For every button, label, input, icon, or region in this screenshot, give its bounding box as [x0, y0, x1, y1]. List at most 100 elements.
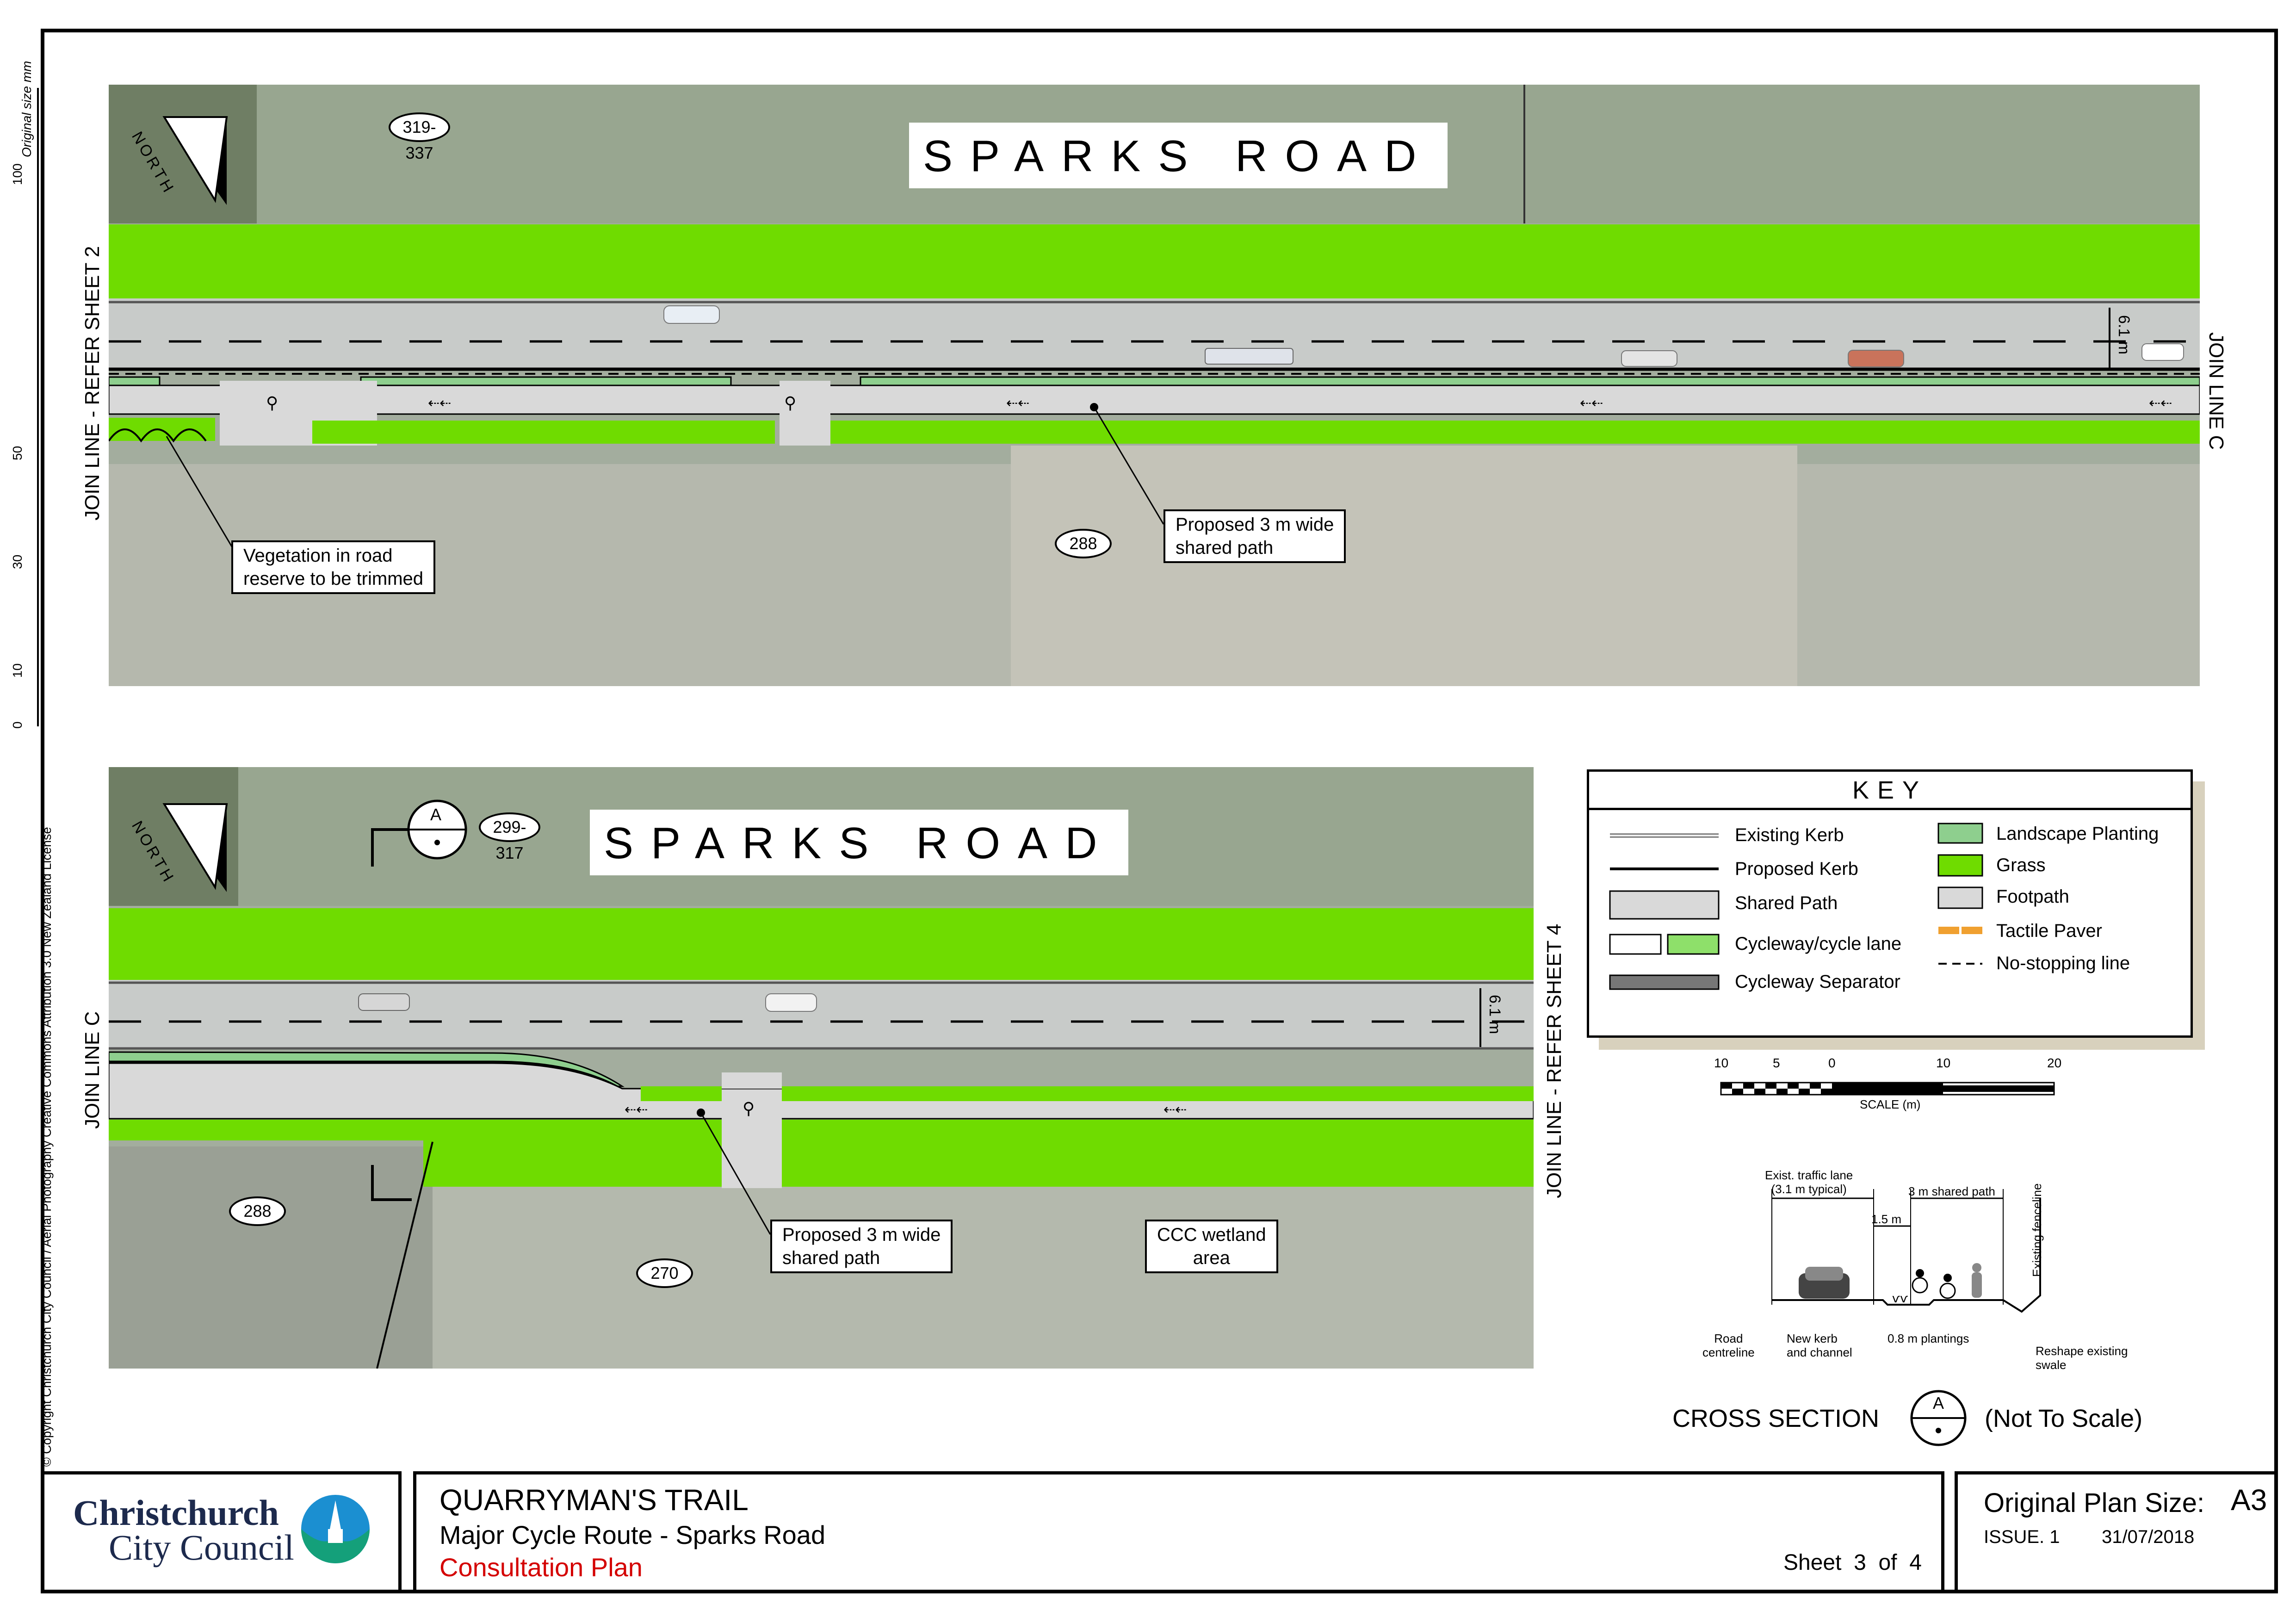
- scale-seg-1: [1721, 1083, 1732, 1089]
- property-boundary: [376, 1141, 433, 1369]
- grass-verge-north: [109, 908, 1534, 980]
- sheet-number: Sheet 3 of 4: [1783, 1550, 1922, 1575]
- cycle-symbol-6: ⇠⇠: [2149, 395, 2172, 411]
- section-cut-south: [371, 1165, 412, 1201]
- xs-plantings: 0.8 m plantings: [1888, 1332, 1969, 1345]
- scale-seg-2: [1732, 1089, 1743, 1095]
- cycle-symbol-3: ⚲: [784, 394, 796, 413]
- scale-seg-5: [1765, 1083, 1776, 1089]
- section-marker-dot: [434, 840, 440, 845]
- xs-shared-path: 3 m shared path: [1908, 1184, 1995, 1198]
- vehicle-3: [1621, 350, 1677, 367]
- plan-size-label: Original Plan Size:: [1984, 1488, 2205, 1518]
- callout-shared-path-top: Proposed 3 m wide shared path: [1163, 509, 1346, 563]
- cross-section-marker-dot: [1936, 1428, 1941, 1433]
- issue-date: 31/07/2018: [2102, 1527, 2195, 1547]
- cross-section-marker: [1910, 1390, 1967, 1446]
- legend-landscape-planting: Landscape Planting: [1996, 824, 2159, 844]
- scale-seg-7: [1788, 1083, 1799, 1089]
- vehicle-2: [1205, 348, 1293, 365]
- legend-swatches: [1609, 823, 1983, 990]
- pedestrian-figure: [1972, 1263, 1982, 1298]
- grass-verge-north: [109, 224, 2200, 298]
- shared-path: [109, 384, 2200, 415]
- scale-tick-30: 30: [10, 554, 25, 569]
- vehicle-2: [765, 993, 817, 1012]
- cross-section-title: CROSS SECTION: [1672, 1405, 1880, 1432]
- vegetation-leader: [166, 436, 239, 558]
- scale-tick-label-10b: 10: [1936, 1056, 1951, 1070]
- project-title: QUARRYMAN'S TRAIL: [439, 1483, 749, 1517]
- sheet-num: 3: [1854, 1550, 1866, 1575]
- shared-path-leader-dot: [697, 1109, 705, 1117]
- cross-section-note: (Not To Scale): [1985, 1405, 2143, 1432]
- section-marker-letter: A: [430, 805, 442, 824]
- council-logo-icon: [301, 1495, 370, 1563]
- carriageway: [109, 980, 1534, 1049]
- width-dimension-top: 6.1 m: [2115, 315, 2133, 355]
- legend-title: KEY: [1589, 772, 2191, 810]
- landscape-planting-3: [860, 376, 2200, 386]
- cyclist-1: [1912, 1269, 1928, 1294]
- landscape-planting-1: [109, 376, 161, 386]
- scale-seg-8: [1799, 1089, 1810, 1095]
- vehicle-1: [358, 993, 410, 1011]
- logo-lower: [301, 1529, 370, 1563]
- scale-tick-100: 100: [10, 163, 25, 185]
- plan-size-value: A3: [2231, 1483, 2267, 1517]
- legend-footpath: Footpath: [1996, 886, 2069, 907]
- landscape-planting: [109, 1051, 625, 1087]
- lot-number-270: 270: [636, 1258, 693, 1288]
- legend-cycleway-separator: Cycleway Separator: [1735, 972, 1900, 992]
- scale-ruler-label: Original size mm: [19, 61, 34, 157]
- xs-traffic-lane: Exist. traffic lane (3.1 m typical): [1765, 1168, 1853, 1196]
- scale-seg-9: [1810, 1083, 1821, 1089]
- swatch-tactile-2: [1962, 927, 1982, 934]
- join-line-left-bottom: JOIN LINE C: [81, 1011, 104, 1129]
- scale-seg-11: [1832, 1083, 1943, 1095]
- aerial-sw-fields: [109, 1146, 433, 1369]
- xs-gap: 1.5 m: [1871, 1212, 1902, 1226]
- grass-verge-south-3: [830, 421, 2200, 444]
- legend-shared-path: Shared Path: [1735, 893, 1838, 913]
- cycle-symbol-2: ⚲: [743, 1099, 755, 1118]
- width-dimension-bottom: 6.1 m: [1486, 995, 1504, 1035]
- north-arrow-bottom: [162, 803, 228, 892]
- swatch-shared-path: [1609, 890, 1720, 920]
- scale-label: SCALE (m): [1860, 1097, 1921, 1111]
- cycle-symbol-3: ⇠⇠: [1163, 1102, 1187, 1118]
- lot-number-288-bottom: 288: [229, 1196, 286, 1226]
- copyright-note: © Copyright Christchurch City Council / …: [40, 827, 54, 1467]
- vegetation-symbol: [109, 428, 207, 443]
- grass-verge-south: [423, 1140, 1534, 1187]
- sheet-label: Sheet: [1783, 1550, 1842, 1575]
- scale-tick-50: 50: [10, 446, 25, 460]
- sheet-of: of: [1878, 1550, 1897, 1575]
- grass-verge-south-2: [312, 421, 775, 444]
- swatch-landscape-planting: [1937, 823, 1983, 844]
- lot-number-319-337: 319-337: [389, 112, 450, 162]
- plan-panel-top: ⚲ ⇠⇠ ⚲ ⇠⇠ ⇠⇠ ⇠⇠ SPARKS ROAD NORTH 319-33…: [109, 85, 2200, 686]
- scale-bar: [1720, 1082, 2055, 1096]
- scale-tick-0: 0: [10, 721, 25, 729]
- lot-number-288-top: 288: [1055, 529, 1112, 558]
- road-name-bottom: SPARKS ROAD: [590, 810, 1129, 875]
- join-line-right-bottom: JOIN LINE - REFER SHEET 4: [1543, 923, 1566, 1198]
- vehicle-1: [663, 305, 720, 324]
- sheet-total: 4: [1909, 1550, 1922, 1575]
- aerial-trees: [109, 85, 257, 223]
- landscape-planting-2: [360, 376, 732, 386]
- planting-symbol: ѵѵ: [1892, 1292, 1908, 1306]
- callout-vegetation: Vegetation in road reserve to be trimmed: [231, 540, 436, 594]
- swatch-cycleway: [1609, 934, 1662, 955]
- logo-spire: [330, 1500, 341, 1529]
- aerial-paddock: [1011, 446, 1797, 686]
- logo-cathedral: [328, 1529, 343, 1543]
- swatch-footpath: [1937, 886, 1983, 909]
- join-line-right-top: JOIN LINE C: [2205, 332, 2228, 450]
- grass-strip-north-path: [782, 1086, 1534, 1101]
- title-block-plan-size: [1955, 1471, 2278, 1593]
- vehicle-4: [1848, 350, 1904, 367]
- scale-tick-label-20: 20: [2047, 1056, 2062, 1070]
- route-title: Major Cycle Route - Sparks Road: [439, 1520, 826, 1549]
